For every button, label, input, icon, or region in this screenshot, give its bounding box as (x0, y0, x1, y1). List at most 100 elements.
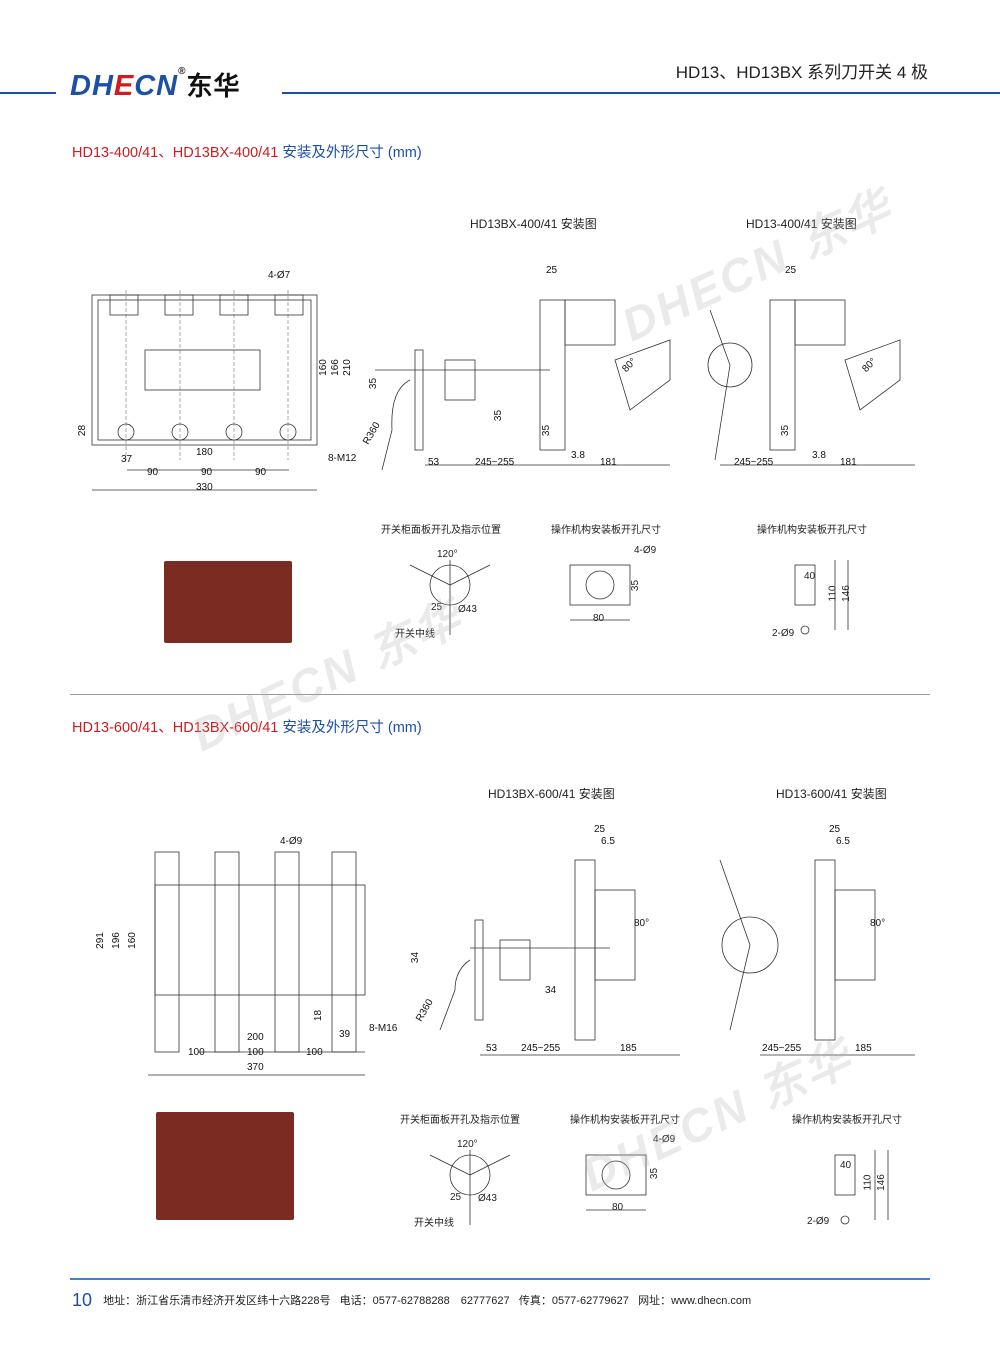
page-title: HD13、HD13BX 系列刀开关 4 极 (675, 63, 928, 82)
caption-panel-600: 开关柜面板开孔及指示位置 (400, 1115, 520, 1126)
dim: 80° (870, 918, 886, 929)
dim: 2-Ø9 (807, 1216, 830, 1227)
switch-centerline-label: 开关中线 (414, 1218, 454, 1229)
header-rule-left (0, 92, 56, 94)
dim: 120° (457, 1139, 478, 1150)
footer-address: 地址：浙江省乐清市经济开发区纬十六路228号 (103, 1295, 331, 1307)
dim: 4-Ø9 (653, 1134, 676, 1145)
dim: 181 (840, 457, 857, 468)
dim: 25 (431, 602, 443, 613)
dim: 80 (593, 613, 605, 624)
dim: 53 (428, 457, 440, 468)
caption-mech2-600: 操作机构安装板开孔尺寸 (792, 1115, 902, 1126)
caption-mech2-400: 操作机构安装板开孔尺寸 (757, 525, 867, 536)
switch-centerline-label: 开关中线 (395, 629, 435, 640)
dim: 210 (341, 359, 353, 376)
section-title-600: HD13-600/41、HD13BX-600/41 安装及外形尺寸 (mm) (72, 720, 422, 736)
dim: 90 (255, 467, 267, 478)
dim: 25 (785, 265, 797, 276)
dim: 8-M12 (328, 453, 357, 464)
footer-fax: 传真：0577-62779627 (518, 1295, 629, 1307)
dim: 185 (855, 1043, 872, 1054)
section-divider (70, 694, 930, 695)
cutout-drawings-400 (409, 560, 849, 635)
dim: 120° (437, 549, 458, 560)
dim: 100 (247, 1047, 264, 1058)
footer-rule (70, 1278, 930, 1280)
page-number: 10 (72, 1290, 93, 1310)
dim: 200 (247, 1032, 264, 1043)
dim: 18 (313, 1009, 325, 1022)
dim: 6.5 (601, 836, 615, 847)
dim: 196 (110, 932, 122, 949)
dim: 100 (306, 1047, 323, 1058)
dim: 8-M16 (369, 1023, 398, 1034)
section-title-400: HD13-400/41、HD13BX-400/41 安装及外形尺寸 (mm) (72, 145, 422, 161)
dim: 180 (196, 447, 213, 458)
dim: 245~255 (734, 457, 774, 468)
dim: 245~255 (521, 1043, 561, 1054)
dim: 6.5 (836, 836, 850, 847)
dim: Ø43 (458, 604, 477, 615)
footer-website: 网址：www.dhecn.com (638, 1295, 752, 1307)
dim: 291 (94, 932, 106, 949)
dim: 3.8 (812, 450, 826, 461)
dim: 160 (317, 359, 329, 376)
dim: 166 (329, 359, 341, 376)
dim: 35 (368, 377, 380, 390)
dim: 25 (546, 265, 558, 276)
caption-hd-600: HD13-600/41 安装图 (776, 787, 887, 801)
dim: 330 (196, 482, 213, 493)
logo-wordmark: DHECN (70, 70, 179, 102)
dim: 34 (410, 951, 422, 964)
caption-hd-400: HD13-400/41 安装图 (746, 217, 857, 231)
dim: 146 (875, 1174, 887, 1191)
dim: 35 (780, 424, 792, 437)
dim: 39 (339, 1029, 351, 1040)
dim: 110 (827, 585, 839, 602)
dim: 35 (493, 409, 505, 422)
dim: 160 (126, 932, 138, 949)
logo-chinese: 东华 (186, 71, 241, 101)
product-photo-400 (164, 561, 292, 643)
drawing-600 (148, 851, 915, 1076)
brand-logo: DHECN®东华 (70, 66, 241, 102)
caption-panel-400: 开关柜面板开孔及指示位置 (381, 525, 501, 536)
dim: 4-Ø9 (280, 836, 303, 847)
dim: 4-Ø9 (634, 545, 657, 556)
dim: 37 (121, 454, 133, 465)
dim: 2-Ø9 (772, 628, 795, 639)
dim: 3.8 (571, 450, 585, 461)
dim: 28 (77, 424, 89, 437)
product-photo-600 (156, 1112, 294, 1220)
dim: 110 (862, 1174, 874, 1191)
dim: 100 (188, 1047, 205, 1058)
dim: Ø43 (478, 1193, 497, 1204)
caption-mech1-600: 操作机构安装板开孔尺寸 (570, 1115, 680, 1126)
header-rule (282, 92, 1000, 94)
dim: 40 (804, 571, 816, 582)
cutout-drawings-600 (429, 1150, 889, 1225)
caption-bx-400: HD13BX-400/41 安装图 (470, 217, 597, 231)
dim: 90 (147, 467, 159, 478)
dim: 181 (600, 457, 617, 468)
dim: 53 (486, 1043, 498, 1054)
dim: 90 (201, 467, 213, 478)
caption-mech1-400: 操作机构安装板开孔尺寸 (551, 525, 661, 536)
dim: 25 (594, 824, 606, 835)
dim: 146 (840, 585, 852, 602)
footer-phone: 电话：0577-62788288 62777627 (339, 1295, 510, 1307)
dim: 35 (630, 579, 642, 592)
dim: 25 (450, 1192, 462, 1203)
dim: 34 (545, 985, 557, 996)
caption-bx-600: HD13BX-600/41 安装图 (488, 787, 615, 801)
dim: 245~255 (762, 1043, 802, 1054)
dim: 185 (620, 1043, 637, 1054)
dim: 4-Ø7 (268, 270, 291, 281)
drawing-400 (91, 290, 915, 491)
dim: 245~255 (475, 457, 515, 468)
dim: 80 (612, 1202, 624, 1213)
dim: 370 (247, 1062, 264, 1073)
dim: 25 (829, 824, 841, 835)
dim: 80° (634, 918, 650, 929)
